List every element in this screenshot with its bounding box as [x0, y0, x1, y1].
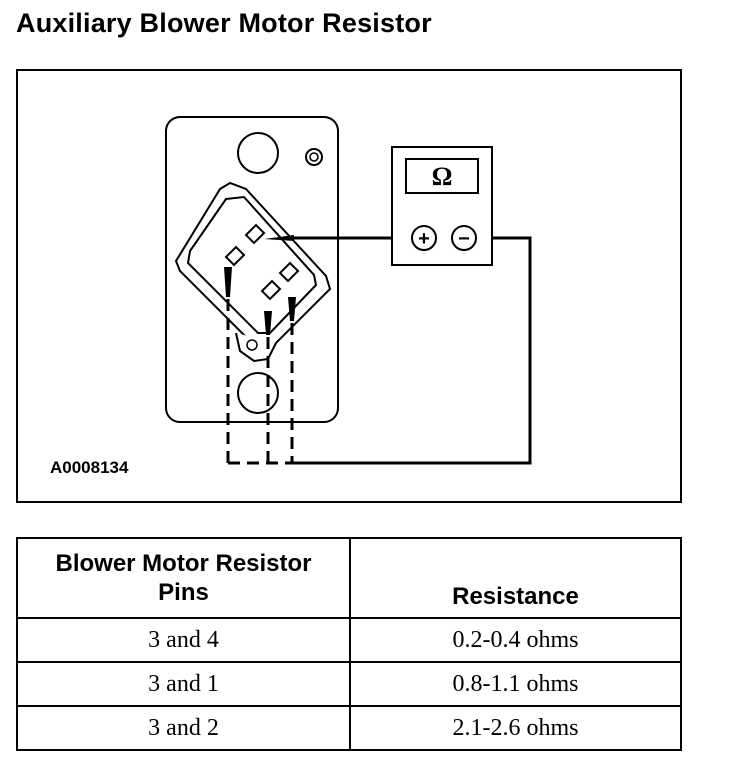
header-resistance: Resistance: [349, 537, 682, 619]
table-header-row: Blower Motor Resistor Pins Resistance: [16, 537, 682, 619]
table-row: 3 and 4 0.2-0.4 ohms: [16, 617, 682, 663]
positive-terminal: [411, 225, 437, 251]
probe-tip: [288, 297, 296, 321]
test-lead-dashed: [226, 299, 294, 465]
header-pins: Blower Motor Resistor Pins: [16, 537, 351, 619]
table-row: 3 and 2 2.1-2.6 ohms: [16, 705, 682, 751]
probe-tip: [264, 311, 272, 335]
table-row: 3 and 1 0.8-1.1 ohms: [16, 661, 682, 707]
probe-tip: [264, 235, 294, 241]
header-pins-line2: Pins: [158, 579, 209, 606]
mounting-hole: [237, 132, 279, 174]
pins-cell: 3 and 1: [16, 661, 351, 707]
meter-display: [405, 158, 479, 194]
test-diagram: Ω + − A0008134: [16, 69, 682, 503]
negative-terminal-label: −: [458, 228, 470, 250]
page-title: Auxiliary Blower Motor Resistor: [16, 8, 432, 38]
resistance-cell: 2.1-2.6 ohms: [349, 705, 682, 751]
diagram-svg: Ω + −: [165, 116, 532, 465]
resistance-cell: 0.2-0.4 ohms: [349, 617, 682, 663]
pin-slot: [260, 279, 282, 301]
mounting-hole: [237, 372, 279, 414]
header-pins-line1: Blower Motor Resistor: [55, 550, 312, 577]
resistance-spec-table: Blower Motor Resistor Pins Resistance 3 …: [16, 537, 682, 751]
negative-terminal: [451, 225, 477, 251]
resistance-cell: 0.8-1.1 ohms: [349, 661, 682, 707]
ohm-symbol: Ω: [432, 162, 453, 191]
figure-id: A0008134: [50, 458, 129, 477]
positive-terminal-label: +: [418, 228, 430, 250]
pin-slot: [278, 261, 300, 283]
pin-slot: [244, 223, 266, 245]
pins-cell: 3 and 2: [16, 705, 351, 751]
probe-tip: [224, 267, 232, 297]
pins-cell: 3 and 4: [16, 617, 351, 663]
pin-slot: [224, 245, 246, 267]
